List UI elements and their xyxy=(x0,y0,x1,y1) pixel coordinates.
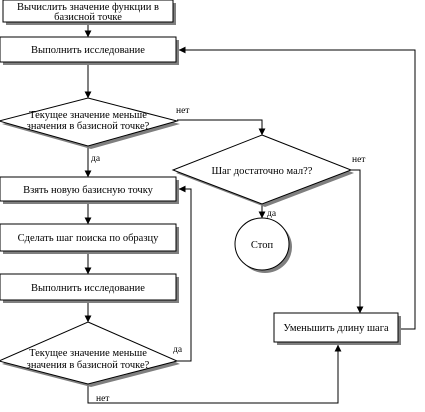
node-explore-2: Выполнить исследование xyxy=(0,273,179,303)
node-check-2-line-1: Текущее значение меньше xyxy=(29,348,147,359)
node-stop-label: Стоп xyxy=(251,240,274,251)
edge-label-check2-no: нет xyxy=(96,394,110,404)
edge-label-check1-yes: да xyxy=(91,154,101,164)
node-reduce-step: Уменьшить длину шага xyxy=(273,312,401,345)
node-explore-1: Выполнить исследование xyxy=(0,36,179,65)
edge-label-step-small-no: нет xyxy=(352,155,366,165)
node-compute-base-line-1: Вычислить значение функции в xyxy=(17,2,159,13)
edge-check1-no-to-step-small xyxy=(177,119,266,136)
node-explore-2-label: Выполнить исследование xyxy=(31,283,145,294)
node-compute-base: Вычислить значение функции в базисной то… xyxy=(2,0,176,25)
node-check-2: Текущее значение меньше значения в базис… xyxy=(0,321,180,387)
node-check-1-line-2: значения в базисной точке? xyxy=(27,121,150,132)
node-explore-1-label: Выполнить исследование xyxy=(31,45,145,56)
node-check-1-line-1: Текущее значение меньше xyxy=(29,110,147,121)
flowchart-nodes: Вычислить значение функции в базисной то… xyxy=(0,0,401,387)
edge-label-check1-no: нет xyxy=(176,106,190,116)
node-pattern-step-label: Сделать шаг поиска по образцу xyxy=(18,233,159,244)
edge-label-step-small-yes: да xyxy=(267,209,277,219)
edge-label-check2-yes: да xyxy=(173,345,183,355)
node-new-base: Взять новую базисную точку xyxy=(0,176,179,204)
edge-check2-yes-to-new-base xyxy=(177,185,192,362)
edge-reduce-to-explore1 xyxy=(178,46,416,330)
node-reduce-step-label: Уменьшить длину шага xyxy=(283,323,389,334)
node-step-small-label: Шаг достаточно мал?? xyxy=(212,166,313,177)
node-compute-base-line-2: базисной точке xyxy=(54,12,122,23)
node-check-2-line-2: значения в базисной точке? xyxy=(27,360,150,371)
flowchart-edges xyxy=(84,24,416,404)
node-step-small: Шаг достаточно мал?? xyxy=(171,134,354,207)
node-pattern-step: Сделать шаг поиска по образцу xyxy=(0,223,179,254)
node-check-1: Текущее значение меньше значения в базис… xyxy=(0,97,180,149)
node-stop: Стоп xyxy=(234,217,292,273)
node-new-base-label: Взять новую базисную точку xyxy=(23,185,154,196)
edge-step-small-no-to-reduce xyxy=(351,169,364,314)
flowchart-edge-labels: нет да да нет да нет xyxy=(91,106,366,404)
edge-check2-no-to-reduce xyxy=(87,344,342,404)
